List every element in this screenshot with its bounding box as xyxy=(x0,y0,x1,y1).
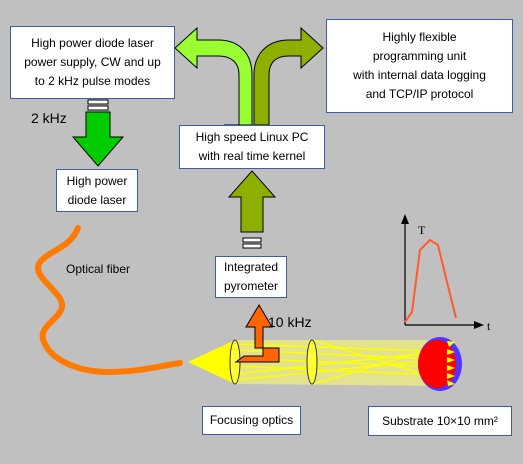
diode-laser-line-2: diode laser xyxy=(67,192,127,207)
programming-unit-line-2: programming unit xyxy=(372,49,467,63)
plot-x-label: t xyxy=(487,319,491,333)
temperature-plot xyxy=(401,214,484,329)
diode-laser-box: High power diode laser xyxy=(56,169,138,212)
pyrometer-line-2: pyrometer xyxy=(223,279,279,293)
programming-unit-line-4: and TCP/IP protocol xyxy=(365,87,474,101)
pyrometer-line-1: Integrated xyxy=(223,260,279,274)
diode-laser-line-1: High power xyxy=(66,173,128,188)
pyrometer-box: Integrated pyrometer xyxy=(215,256,287,298)
temperature-curve xyxy=(404,238,457,323)
power-supply-box: High power diode laser power supply, CW … xyxy=(10,26,175,99)
linux-pc-line-1: High speed Linux PC xyxy=(195,130,309,144)
substrate-hot-spot xyxy=(418,340,456,388)
power-supply-line-3: to 2 kHz pulse modes xyxy=(34,74,151,88)
beam-arrowheads xyxy=(447,341,455,386)
focusing-optics-box: Focusing optics xyxy=(202,406,301,435)
programming-unit-line-3: with internal data logging xyxy=(353,68,486,82)
arrow-pc-to-supply xyxy=(174,26,253,126)
linux-pc-line-2: with real time kernel xyxy=(198,149,306,163)
laser-beam xyxy=(188,339,456,386)
programming-unit-box: Highly flexible programming unit with in… xyxy=(326,19,513,113)
substrate-label: Substrate 10×10 mm² xyxy=(382,413,498,428)
linux-pc-box: High speed Linux PC with real time kerne… xyxy=(179,125,325,169)
power-supply-line-1: High power diode laser xyxy=(31,36,154,50)
lens-right xyxy=(306,339,318,385)
arrow-pyrometer-to-pc xyxy=(227,170,277,249)
optical-fiber-label: Optical fiber xyxy=(66,262,131,276)
laser-rate-label: 2 kHz xyxy=(31,110,67,126)
substrate-box: Substrate 10×10 mm² xyxy=(368,406,512,436)
arrow-beam-to-pyrometer xyxy=(234,304,280,363)
programming-unit-line-1: Highly flexible xyxy=(382,30,457,44)
pyrometer-rate-label: 10 kHz xyxy=(268,314,312,330)
arrow-supply-to-laser xyxy=(71,99,125,167)
focusing-optics-label: Focusing optics xyxy=(209,413,294,427)
arrow-pc-to-programming xyxy=(253,26,324,126)
optical-fiber xyxy=(35,225,183,375)
plot-y-label: T xyxy=(418,223,426,237)
power-supply-line-2: power supply, CW and up xyxy=(24,55,161,69)
